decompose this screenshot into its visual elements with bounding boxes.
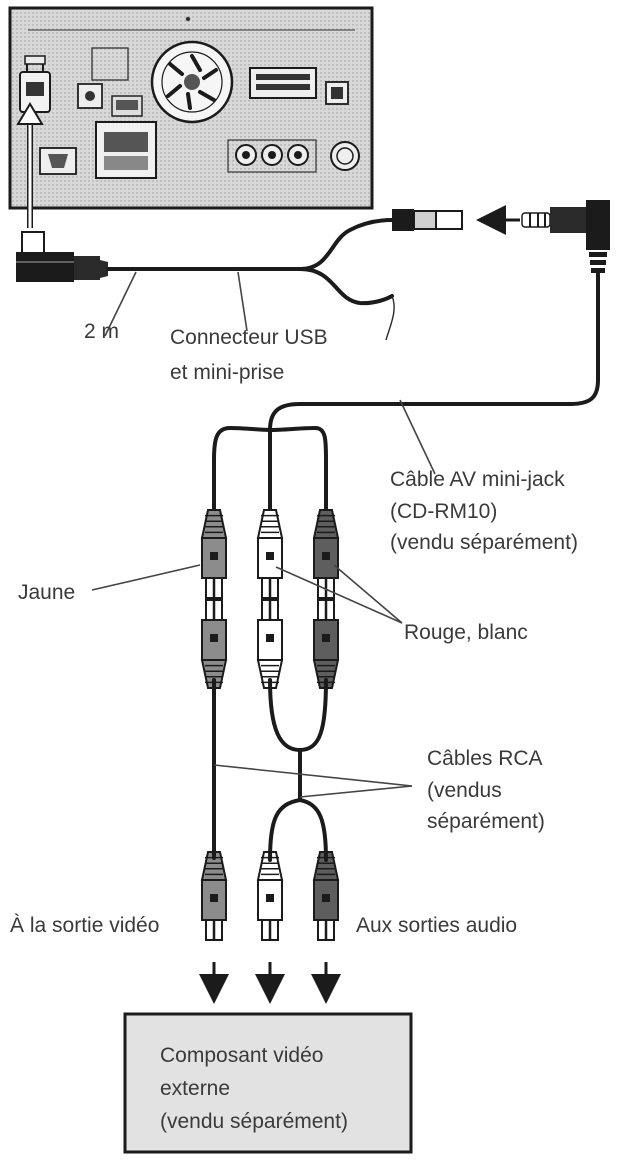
rca-plugs-lower (200, 851, 340, 941)
rca-plug-middle-red (312, 599, 340, 689)
rca-plug-middle-yellow (200, 599, 228, 689)
usb-insert-arrow (16, 102, 44, 228)
label-rca-cables-2: (vendus (427, 779, 502, 802)
label-red-white: Rouge, blanc (404, 621, 528, 644)
usb-port (19, 55, 51, 113)
usb-mini-plug-connector (16, 231, 108, 282)
rca-plug-middle-white (256, 599, 284, 689)
label-rca-cables-3: séparément) (427, 810, 545, 833)
rca-plug-upper-yellow (200, 509, 228, 599)
label-usb-connector-1: Connecteur USB (170, 326, 328, 349)
rca-plug-lower-red (312, 851, 340, 941)
head-unit-rear-panel (8, 6, 374, 210)
label-audio-outputs: Aux sorties audio (356, 914, 517, 937)
label-av-cable-1: Câble AV mini-jack (390, 468, 565, 491)
fan-grille (150, 40, 234, 124)
av-plugs-upper (200, 509, 340, 599)
rca-plug-lower-yellow (200, 851, 228, 941)
rca-plugs-middle (200, 599, 340, 689)
label-cable-length: 2 m (84, 320, 119, 343)
label-av-cable-2: (CD-RM10) (390, 500, 497, 523)
mini-jack-socket (392, 209, 463, 231)
rca-plug-lower-white (256, 851, 284, 941)
rca-plug-upper-white (256, 509, 284, 599)
label-rca-cables-1: Câbles RCA (427, 747, 543, 770)
rca-plug-upper-red (312, 509, 340, 599)
external-component-box (123, 1012, 413, 1154)
rca-inputs-rear (235, 144, 309, 166)
label-yellow: Jaune (18, 581, 75, 604)
label-component-2: externe (160, 1077, 230, 1100)
label-usb-connector-2: et mini-prise (170, 361, 284, 384)
label-component-3: (vendu séparément) (160, 1110, 348, 1133)
mini-jack-plug (521, 200, 610, 273)
label-video-output: À la sortie vidéo (10, 914, 159, 937)
label-component-1: Composant vidéo (160, 1044, 323, 1067)
down-arrows (199, 962, 341, 1004)
label-av-cable-3: (vendu séparément) (390, 531, 578, 554)
